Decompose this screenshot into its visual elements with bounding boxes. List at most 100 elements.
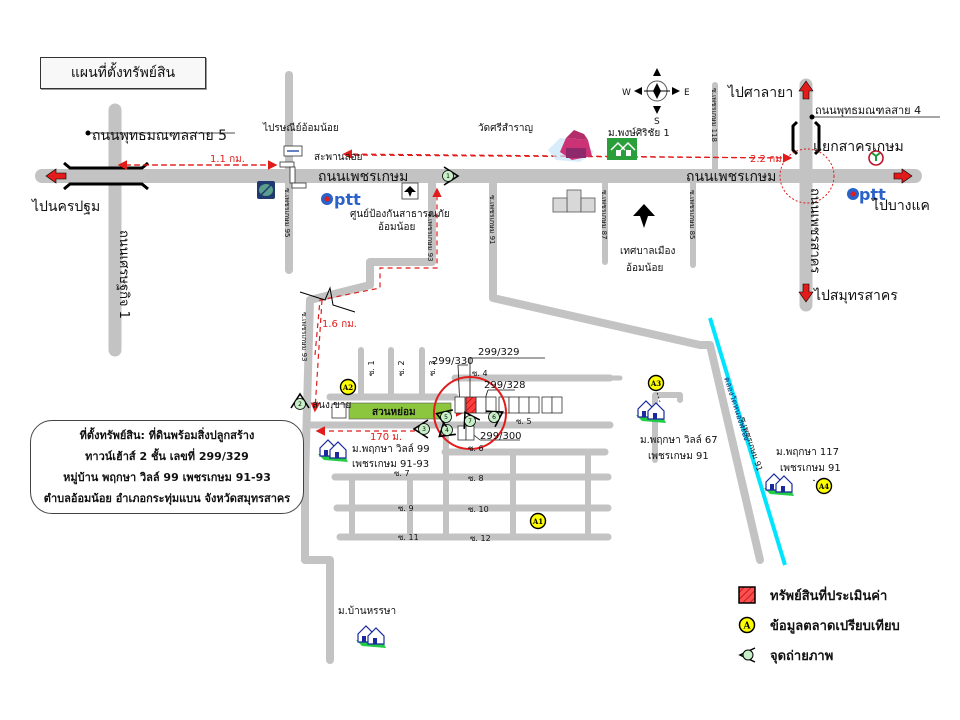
post-office-icon	[283, 145, 303, 157]
label-dist-4: 170 ม.	[370, 432, 402, 443]
photo-point-eye-icon	[290, 392, 310, 409]
legend-photo-label: จุดถ่ายภาพ	[770, 648, 834, 664]
svg-text:ซ. 11: ซ. 11	[398, 533, 419, 542]
townhouse-row	[454, 396, 563, 441]
label-village-67-2: เพชรเกษม 91	[648, 451, 709, 462]
label-disaster-center-1: ศูนย์ป้องกันสาธารณภัย	[350, 208, 450, 220]
photo-point-eye-icon	[438, 420, 456, 438]
svg-text:ซ. 3: ซ. 3	[428, 360, 437, 376]
roads	[35, 71, 922, 664]
field-box	[331, 403, 347, 419]
photo-point-6: 6	[485, 410, 504, 428]
market-point-a3: A3	[647, 374, 665, 392]
svg-text:ซ. 2: ซ. 2	[397, 360, 406, 376]
ptt-logo-east-icon: ptt	[847, 185, 886, 204]
subject-circle	[433, 376, 507, 450]
photo-point-label: 4	[445, 427, 449, 434]
municipality-garuda-icon	[633, 204, 655, 228]
photo-point-circle	[440, 411, 452, 423]
market-point-a1: A1	[529, 512, 547, 530]
label-dir-south: ไปสมุทรสาคร	[813, 287, 898, 304]
label-soi91: ซ.เพชรเกษม 91	[488, 195, 496, 245]
dist-line-2-start	[342, 149, 791, 159]
label-village-99-2: เพชรเกษม 91-93	[352, 459, 429, 470]
market-point-label: A1	[532, 517, 543, 526]
label-dir-north: ไปศาลายา	[727, 84, 793, 101]
svg-text:ptt: ptt	[859, 185, 886, 204]
market-point-label: A2	[342, 383, 353, 392]
photo-point-icon	[738, 647, 756, 663]
road-break-icon	[299, 286, 356, 313]
village-icon-117	[764, 473, 794, 496]
label-dir-east: ไปบางแค	[871, 197, 930, 214]
label-soi85: ซ.เพชรเกษม 85	[688, 190, 696, 240]
info-line-4: ตำบลอ้อมน้อย อำเภอกระทุ่มแบน จังหวัดสมุท…	[43, 492, 291, 505]
legend-market: A ข้อมูลตลาดเปรียบเทียบ	[738, 610, 958, 640]
arrow-east-icon	[893, 168, 913, 184]
photo-point-eye-icon	[412, 419, 429, 439]
junction-circle	[779, 148, 835, 204]
label-soi118: ซ.เพชรเกษม 118	[710, 88, 718, 142]
label-road-krathumban: ถนนเศรษฐกิจ 1	[116, 230, 131, 319]
photo-point-circle	[294, 398, 306, 410]
label-dist-3: 1.6 กม.	[322, 319, 357, 330]
label-house-299-328: 299/328	[484, 380, 526, 391]
photo-point-eye-icon	[485, 410, 504, 428]
dist-line-3	[314, 187, 442, 356]
svg-text:W: W	[622, 88, 631, 98]
photo-point-circle	[441, 424, 453, 436]
market-point-icon: A	[738, 616, 756, 634]
label-village-117-1: ม.พฤกษา 117	[776, 447, 839, 458]
label-municipality-1: เทศบาลเมือง	[620, 245, 675, 257]
photo-point-eye-icon	[463, 411, 481, 430]
photo-point-eye-icon	[443, 166, 460, 186]
market-point-circle	[339, 378, 357, 396]
overpass-bridge-icon	[279, 161, 307, 189]
label-village-117-2: เพชรเกษม 91	[780, 463, 841, 474]
market-point-circle	[529, 512, 547, 530]
label-house-299-300: 299/300	[480, 431, 522, 442]
village-icon-pongsiri	[607, 138, 637, 160]
legend: ทรัพย์สินที่ประเมินค่า A ข้อมูลตลาดเปรีย…	[738, 580, 958, 670]
photo-point-label: 3	[422, 426, 426, 433]
label-bridge: สะพานลอย	[314, 152, 363, 163]
photo-point-circle	[488, 411, 500, 423]
photo-point-label: 1	[446, 173, 450, 180]
labels: ถนนพุทธมณฑลสาย 5 ถนนพุทธมณฑลสาย 4 ถนนเพช…	[31, 84, 930, 617]
village-icon-67	[636, 400, 666, 423]
photo-point-label: 5	[444, 414, 448, 421]
compass-icon: W	[622, 68, 680, 114]
road-v67	[652, 392, 683, 463]
road-soi93	[301, 172, 436, 664]
market-point-label: A4	[818, 482, 829, 491]
village-icon-99	[318, 439, 348, 462]
photo-point-3: 3	[412, 419, 430, 439]
arrow-south-icon	[798, 283, 814, 303]
info-line-2: ทาวน์เฮ้าส์ 2 ชั้น เลขที่ 299/329	[85, 450, 249, 463]
office-building-icon	[552, 189, 596, 213]
label-soi95: ซ.เพชรเกษม 95	[283, 188, 291, 238]
photo-point-7: 7	[463, 411, 481, 430]
label-junction: แยกสาครเกษม	[813, 139, 904, 155]
photo-point-5: 5	[435, 409, 454, 428]
label-village-hansaya: ม.บ้านหรรษา	[338, 605, 396, 617]
photo-point-label: 2	[298, 401, 302, 408]
photo-point-1: 1	[442, 166, 460, 186]
property-info-box: ที่ตั้งทรัพย์สิน: ที่ดินพร้อมสิ่งปลูกสร้…	[30, 420, 304, 514]
label-puttamonthon4: ถนนพุทธมณฑลสาย 4	[815, 104, 921, 117]
label-park: สวนหย่อม	[372, 406, 416, 418]
compass-s: S	[654, 117, 660, 127]
subject-property	[465, 396, 477, 414]
label-house-299-329: 299/329	[478, 347, 520, 358]
photo-point-label: 6	[492, 414, 496, 421]
dist-line-3b	[310, 299, 323, 413]
village-icon-hansaya	[356, 625, 386, 648]
label-village-pongsiri: ม.พงษ์ศิริชัย 1	[608, 127, 670, 139]
legend-photo: จุดถ่ายภาพ	[738, 640, 958, 670]
distance-lines	[117, 149, 793, 436]
label-dist-1: 1.1 กม.	[210, 154, 245, 165]
label-soi93b: ซ.เพชรเกษม 93	[300, 312, 308, 362]
map-title: แผนที่ตั้งทรัพย์สิน	[40, 57, 206, 89]
photo-point-4: 4	[438, 420, 456, 438]
